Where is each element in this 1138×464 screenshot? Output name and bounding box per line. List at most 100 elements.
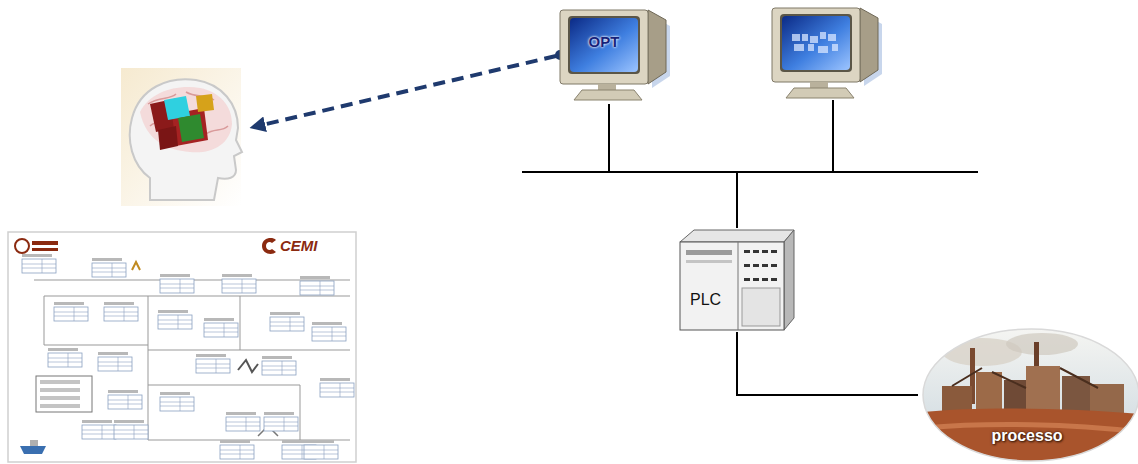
brain-icon xyxy=(164,96,190,120)
table-title xyxy=(226,412,256,415)
table-grid xyxy=(264,417,298,431)
monitor-bezel xyxy=(780,14,852,72)
table-grid xyxy=(304,445,338,459)
brain-icon xyxy=(121,68,242,206)
screen-capture xyxy=(32,241,58,245)
table-grid xyxy=(226,417,260,431)
data-table xyxy=(204,323,238,337)
table-title xyxy=(264,412,294,415)
screen-capture xyxy=(8,232,356,462)
table-title xyxy=(160,274,190,277)
table-grid xyxy=(108,395,142,409)
table-grid xyxy=(54,307,88,321)
data-table xyxy=(22,259,56,273)
table-title xyxy=(270,312,300,315)
table-title xyxy=(320,378,350,381)
data-table xyxy=(160,397,194,411)
data-table xyxy=(92,263,126,277)
monitor-back xyxy=(648,10,666,84)
table-grid xyxy=(320,383,354,397)
workstation-node: OPT xyxy=(548,6,670,104)
table-title xyxy=(92,258,122,261)
table-title xyxy=(82,420,112,423)
table-title xyxy=(104,302,134,305)
data-table xyxy=(226,417,260,431)
plc-vent xyxy=(753,278,759,281)
brain-icon xyxy=(178,114,204,142)
data-table xyxy=(108,395,142,409)
table-title xyxy=(204,318,234,321)
data-table xyxy=(104,307,138,321)
plc-shape xyxy=(676,228,798,332)
screen-capture xyxy=(20,446,46,454)
table-grid xyxy=(222,279,256,293)
screen-capture xyxy=(238,360,258,372)
screen-glyph xyxy=(832,44,838,51)
table-grid xyxy=(196,359,230,373)
data-table xyxy=(54,307,88,321)
brain-icon xyxy=(130,79,242,200)
table-title xyxy=(312,322,342,325)
workstation-monitor xyxy=(772,8,882,98)
monitor-neck xyxy=(810,82,828,88)
data-table xyxy=(82,425,116,439)
table-title xyxy=(300,276,330,279)
brain-icon xyxy=(121,68,241,206)
monitor-base xyxy=(786,88,854,98)
table-title xyxy=(158,310,188,313)
table-title xyxy=(196,354,226,357)
plc-vent xyxy=(744,278,750,281)
monitor-bezel xyxy=(568,16,640,74)
screen-glyph xyxy=(802,34,808,41)
network-drop xyxy=(832,100,834,172)
table-title xyxy=(220,440,250,443)
screen-label: OPT xyxy=(570,33,638,51)
screen-glyph xyxy=(810,36,818,43)
plc-vent xyxy=(762,264,768,267)
brain-icon xyxy=(196,94,214,112)
table-title xyxy=(22,254,52,257)
plant-building xyxy=(1026,366,1060,416)
table-grid xyxy=(158,315,192,329)
screen-capture xyxy=(34,280,350,440)
plc-node: PLC xyxy=(676,228,798,332)
table-grid xyxy=(300,281,334,295)
table-grid xyxy=(312,327,346,341)
table-grid xyxy=(160,397,194,411)
legend-bar xyxy=(40,380,80,384)
screen-capture xyxy=(15,239,29,253)
data-table xyxy=(320,383,354,397)
monitor-base xyxy=(574,90,642,100)
network-bus xyxy=(522,171,978,173)
table-grid xyxy=(104,307,138,321)
data-table xyxy=(300,281,334,295)
table-grid xyxy=(160,279,194,293)
table-title xyxy=(222,274,252,277)
screen-glyph xyxy=(820,32,826,39)
process-label: processo xyxy=(918,426,1136,445)
plc-top xyxy=(680,230,794,242)
screen-glyph xyxy=(808,44,814,51)
plc-vent xyxy=(762,278,768,281)
screen-capture xyxy=(30,440,38,446)
screen-glyph xyxy=(818,46,828,53)
conveyor xyxy=(952,368,1098,388)
logo-text: CEMI xyxy=(280,237,318,254)
dashed-arrow xyxy=(262,56,556,125)
data-table xyxy=(158,315,192,329)
table-title xyxy=(48,348,78,351)
screen-capture xyxy=(36,376,92,412)
brain-icon xyxy=(158,126,178,150)
legend-bar xyxy=(40,388,80,392)
screen-glyph xyxy=(794,44,804,51)
table-grid xyxy=(22,259,56,273)
screen-capture xyxy=(8,232,356,462)
plc-vent xyxy=(771,264,777,267)
plc-vent xyxy=(744,264,750,267)
plc-vent xyxy=(744,250,750,253)
legend-bar xyxy=(40,404,80,408)
data-table xyxy=(196,359,230,373)
plc-vent xyxy=(771,250,777,253)
data-table xyxy=(312,327,346,341)
